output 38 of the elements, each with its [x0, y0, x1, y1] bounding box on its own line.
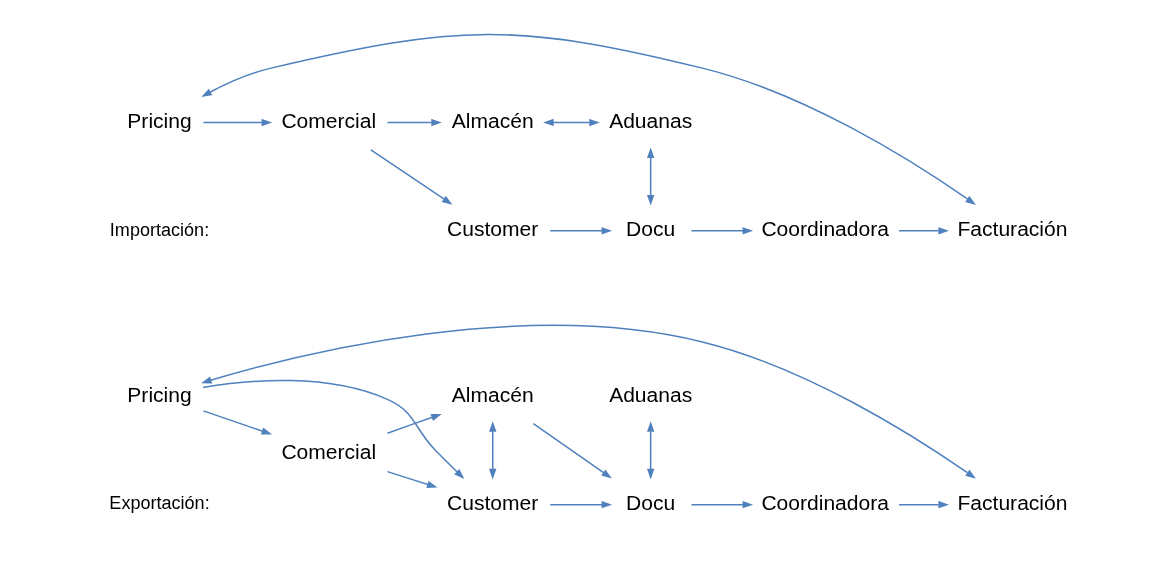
arrow	[386, 470, 438, 488]
arrow	[549, 227, 613, 235]
node-text: Customer	[447, 491, 539, 515]
arrow	[647, 147, 655, 206]
arrow	[202, 379, 465, 479]
arrow	[690, 227, 754, 235]
node-text: Pricing	[127, 382, 192, 406]
arrow	[532, 422, 612, 479]
arrow	[202, 118, 273, 127]
node-text: Facturación	[957, 491, 1068, 515]
node-text: Comercial	[281, 109, 377, 133]
node-text: Customer	[447, 217, 539, 241]
node-text: Coordinadora	[761, 491, 889, 515]
node-text: Docu	[626, 491, 676, 515]
node-text: Aduanas	[609, 382, 693, 406]
node-text: Docu	[626, 217, 676, 241]
arrow	[370, 149, 453, 205]
arrow	[543, 118, 600, 127]
node-text: Facturación	[957, 217, 1068, 241]
node-text: Coordinadora	[761, 217, 889, 241]
arrow	[898, 500, 949, 509]
node-text: Almacén	[451, 109, 534, 133]
arrow	[489, 421, 497, 480]
arrow	[201, 33, 976, 205]
arrow	[898, 227, 949, 235]
arrow	[201, 324, 976, 479]
label: Importación:	[109, 219, 210, 240]
node-text: Pricing	[127, 109, 192, 133]
arrow	[386, 118, 442, 127]
arrow	[549, 500, 613, 509]
arrow	[690, 500, 754, 509]
node-text: Almacén	[451, 382, 534, 406]
arrow	[647, 421, 655, 480]
node-text: Comercial	[281, 440, 377, 464]
label: Exportación:	[109, 493, 210, 514]
arrow	[386, 413, 442, 434]
node-text: Aduanas	[609, 109, 693, 133]
arrow	[202, 410, 273, 435]
